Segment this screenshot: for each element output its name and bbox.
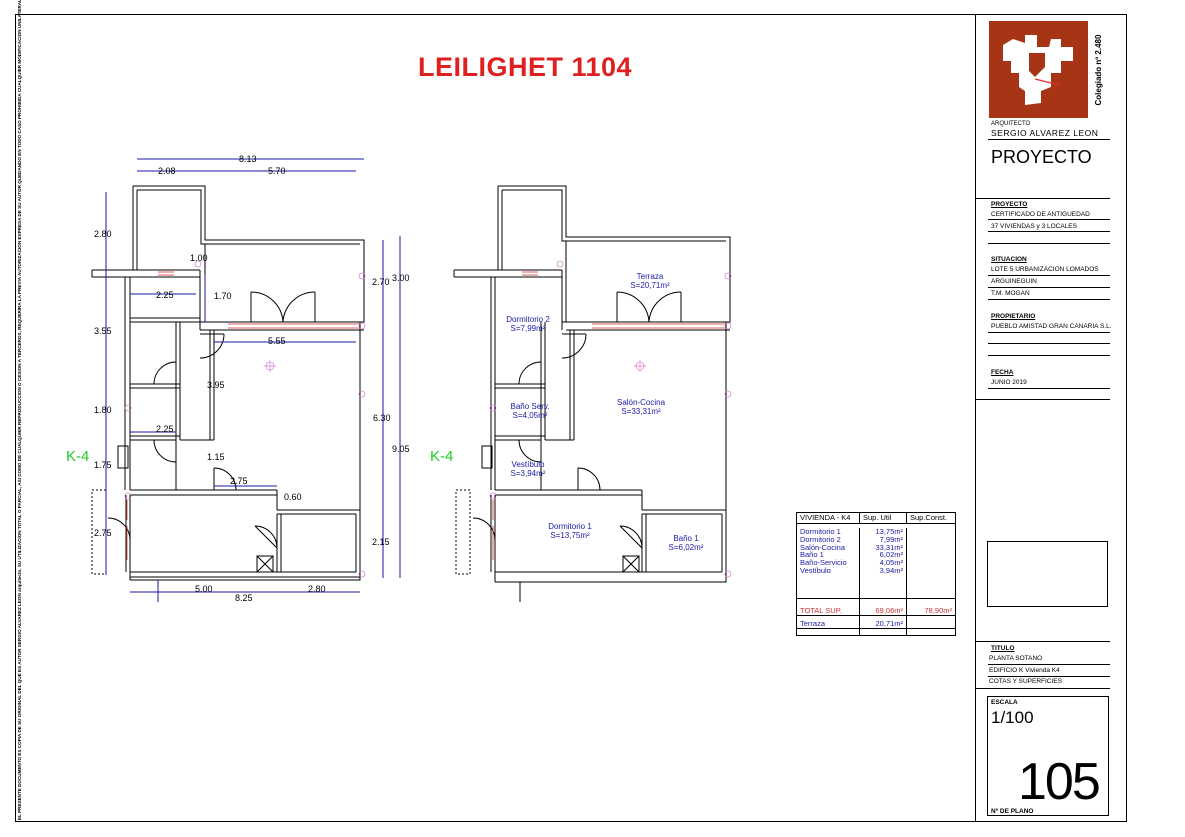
floor-plan-rooms [453,185,732,602]
table-header: Sup. Util [859,512,907,524]
titleblock-divider [975,14,976,822]
stamp-box [987,541,1108,607]
dim-2.80-h: 2.80 [308,584,326,594]
dim-2.70: 2.70 [372,277,390,287]
architect-logo [989,21,1088,118]
dim-3.95: 3.95 [207,380,225,390]
dim-2.75-b: 2.75 [94,528,112,538]
plano-label: Nº DE PLANO [991,808,1034,815]
floor-plan-dimensions [91,158,401,602]
logo-icon [1003,35,1073,105]
room-dormitorio-1: Dormitorio 1 S=13,75m² [548,522,592,540]
dim-2.80-v: 2.80 [94,229,112,239]
dim-5.00: 5.00 [195,584,213,594]
dim-8.25: 8.25 [235,593,253,603]
dim-2.08: 2.08 [158,166,176,176]
titulo-line-1: PLANTA SOTANO [989,655,1043,662]
page-title: LEILIGHET 1104 [418,52,633,82]
propietario-label: PROPIETARIO [991,313,1036,320]
titulo-label: TITULO [991,645,1015,652]
fecha-label: FECHA [991,369,1014,376]
propietario-line-1: PUEBLO AMISTAD GRAN CANARIA S.L. [991,323,1112,330]
titulo-line-3: COTAS Y SUPERFICIES [989,678,1062,685]
arquitecto-label: ARQUITECTO [991,121,1031,127]
room-vestibulo: Vestíbulo S=3,94m² [510,460,546,478]
dim-2.25-b: 2.25 [156,424,174,434]
proyecto-line-1: CERTIFICADO DE ANTIGUEDAD [991,211,1090,218]
table-header: VIVIENDA - K4 [796,512,860,524]
dim-8.13: 8.13 [239,154,257,164]
dim-2.75-a: 2.75 [230,476,248,486]
room-dormitorio-2: Dormitorio 2 S=7,99m² [506,315,550,333]
dim-6.30: 6.30 [373,413,391,423]
escala-value: 1/100 [991,708,1034,727]
surface-table: VIVIENDA - K4 Sup. Util Sup.Const. Dormi… [796,512,956,636]
unit-label-left: K-4 [66,448,90,465]
proyecto-label: PROYECTO [991,201,1028,208]
dim-0.60: 0.60 [284,492,302,502]
dim-2.15: 2.15 [372,537,390,547]
unit-label-right: K-4 [430,448,454,465]
proyecto-heading: PROYECTO [991,147,1092,167]
room-bano-1: Baño 1 S=6,02m² [668,534,704,552]
room-bano-serv: Baño Serv. S=4,05m² [510,402,550,420]
dim-1.70: 1.70 [214,291,232,301]
table-terraza-row: Terraza 20,71m² [796,619,956,629]
fecha-value: JUNIO 2019 [991,379,1027,386]
dim-1.75: 1.75 [94,460,112,470]
proyecto-line-2: 37 VIVIENDAS y 3 LOCALES [991,223,1077,230]
situacion-line-2: ARGUINEGUIN [991,278,1037,285]
dim-3.55: 3.55 [94,326,112,336]
situacion-line-3: T.M. MOGAN [991,290,1030,297]
escala-label: ESCALA [991,699,1018,706]
situacion-line-1: LOTE 5 URBANIZACION LOMADOS [991,266,1099,273]
titulo-line-2: EDIFICIO K Vivienda K4 [989,667,1060,674]
dim-5.70: 5.70 [268,166,286,176]
room-terraza: Terraza S=20,71m² [630,272,670,290]
escala-box [987,696,1109,816]
table-total-row: TOTAL SUP. 69,06m² 78,90m² [796,606,956,616]
dim-2.25-a: 2.25 [156,290,174,300]
dim-1.80: 1.80 [94,405,112,415]
dim-1.00: 1.00 [190,253,208,263]
dim-1.15: 1.15 [207,452,225,462]
situacion-label: SITUACION [991,256,1027,263]
dim-3.00: 3.00 [392,273,410,283]
plano-number: 105 [1018,753,1101,811]
drawing-frame [15,14,1127,822]
room-salon-cocina: Salón-Cocina S=33,31m² [616,398,666,416]
table-header: Sup.Const. [906,512,956,524]
arquitecto-name: SERGIO ALVAREZ LEON [991,128,1099,138]
dim-9.05: 9.05 [392,444,410,454]
dim-5.55: 5.55 [268,336,286,346]
